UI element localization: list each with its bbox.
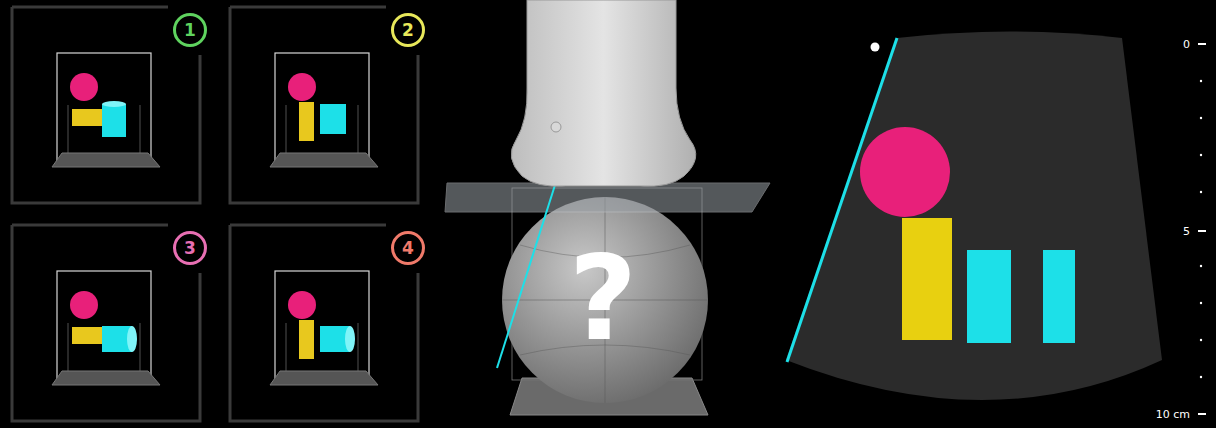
depth-label: 0 [1183,39,1190,50]
question-mark: ? [569,239,637,357]
callout-number: 4 [402,240,414,257]
depth-label: 10 cm [1156,409,1190,420]
number-badge: 2 [391,13,425,47]
option-panel [230,225,418,421]
option-panel [230,7,418,203]
callout-number: 2 [402,22,414,39]
option-panel [12,7,200,203]
number-badge: 3 [173,231,207,265]
depth-scale [1198,43,1206,415]
callout-number: 3 [184,240,196,257]
option-panel [12,225,200,421]
number-badge: 4 [391,231,425,265]
probe-scene [445,0,770,415]
ultrasound-image [786,32,1162,401]
depth-label: 5 [1183,226,1190,237]
callout-number: 1 [184,22,196,39]
number-badge: 1 [173,13,207,47]
